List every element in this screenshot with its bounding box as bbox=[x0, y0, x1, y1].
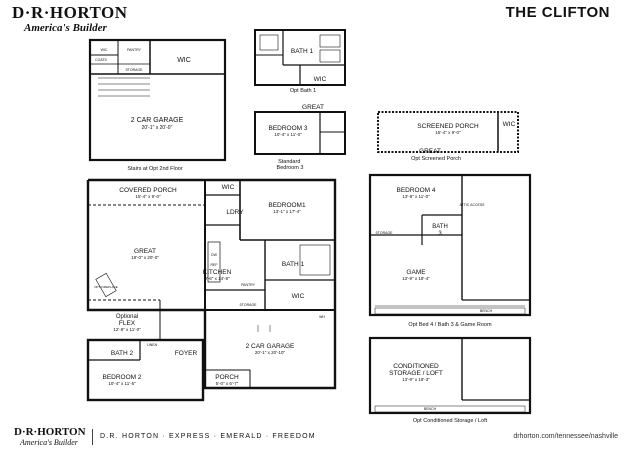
footer-brands: D.R. HORTON · EXPRESS · EMERALD · FREEDO… bbox=[100, 433, 316, 440]
footer-divider bbox=[92, 429, 93, 445]
plan-caption: Standard Bedroom 3 bbox=[277, 159, 304, 171]
room-dimensions: 15'-4" x 9'-0" bbox=[435, 130, 461, 135]
caption-line: Bedroom 3 bbox=[277, 165, 304, 171]
opt-second-floor-plan: WIC 2 CAR GARAGE 20'-1" x 20'-0" WIC PAN… bbox=[88, 38, 227, 172]
room-label: BEDROOM 3 bbox=[268, 125, 307, 132]
room-label: BATH bbox=[432, 224, 448, 230]
small-label: BENCH bbox=[424, 407, 437, 411]
plan-title: THE CLIFTON bbox=[505, 4, 610, 21]
room-label: GAME bbox=[406, 269, 426, 276]
room-dimensions: 5'-0" x 6'-7" bbox=[216, 381, 239, 386]
small-label: OPT FIREPLACE bbox=[94, 285, 118, 289]
opt-bath1-plan: BATH 1 WIC Opt Bath 1 bbox=[254, 29, 346, 94]
small-label: STORAGE bbox=[239, 303, 257, 307]
room-label: WIC bbox=[222, 184, 235, 191]
room-label: PORCH bbox=[215, 374, 239, 381]
caption-line: Standard bbox=[278, 159, 300, 165]
small-label: WIC bbox=[101, 48, 108, 52]
small-label: DW bbox=[211, 253, 218, 257]
room-label: BATH 1 bbox=[282, 261, 305, 268]
room-dimensions: 20'-1" x 20'-10" bbox=[255, 350, 286, 355]
footer-url[interactable]: drhorton.com/tennessee/nashville bbox=[513, 433, 618, 440]
room-label: GREAT bbox=[302, 104, 324, 111]
room-label: FOYER bbox=[175, 350, 198, 357]
plan-caption: Opt Bed 4 / Bath 3 & Game Room bbox=[408, 322, 492, 328]
opt-screened-porch-plan: SCREENED PORCH 15'-4" x 9'-0" WIC GREAT … bbox=[377, 111, 519, 162]
room-label: 3 bbox=[438, 231, 442, 237]
room-dimensions: 12'-9" x 11'-0" bbox=[113, 327, 141, 332]
logo-tagline: America's Builder bbox=[24, 22, 107, 34]
room-dimensions: 13'-9" x 18'-4" bbox=[402, 276, 430, 281]
opt-storage-loft-plan: CONDITIONED STORAGE / LOFT 13'-9" x 18'-… bbox=[368, 336, 532, 424]
room-label: STORAGE / LOFT bbox=[389, 370, 443, 377]
room-label: WIC bbox=[503, 121, 516, 128]
logo-wordmark: D·R·HORTON bbox=[12, 3, 128, 22]
plan-caption: Opt Bath 1 bbox=[290, 88, 316, 94]
room-dimensions: 13'-9" x 18'-3" bbox=[402, 377, 430, 382]
footer-logo: D·R·HORTON America's Builder bbox=[14, 426, 86, 448]
room-label: Optional bbox=[116, 314, 138, 320]
small-label: COATS bbox=[95, 58, 107, 62]
plan-caption: Opt Screened Porch bbox=[411, 156, 461, 162]
room-label: 2 CAR GARAGE bbox=[131, 117, 184, 124]
small-label: PANTRY bbox=[241, 283, 256, 287]
room-dimensions: 15'-4" x 9'-0" bbox=[135, 194, 161, 199]
room-label: BEDROOM 2 bbox=[102, 374, 141, 381]
small-label: STORAGE bbox=[375, 231, 393, 235]
small-label: PANTRY bbox=[127, 48, 142, 52]
room-label: GREAT bbox=[134, 248, 156, 255]
room-label: WIC bbox=[314, 76, 327, 83]
plan-caption: Opt Conditioned Storage / Loft bbox=[413, 418, 488, 424]
room-dimensions: 13'-1" x 17'-4" bbox=[273, 209, 301, 214]
room-label: WIC bbox=[292, 293, 305, 300]
room-label: BATH 2 bbox=[111, 350, 134, 357]
brand-logo: D·R·HORTON America's Builder bbox=[12, 3, 152, 35]
opt-bed4-game-plan: BEDROOM 4 13'-9" x 11'-0" BATH 3 GAME 13… bbox=[368, 173, 532, 328]
room-label: CONDITIONED bbox=[393, 363, 439, 370]
room-label: BEDROOM1 bbox=[268, 202, 306, 209]
small-label: STORAGE bbox=[125, 68, 143, 72]
footer-logo-tagline: America's Builder bbox=[20, 438, 78, 447]
footer: D·R·HORTON America's Builder D.R. HORTON… bbox=[0, 425, 640, 450]
footer-logo-wordmark: D·R·HORTON bbox=[14, 426, 86, 438]
floor-plan-drawing: WIC 2 CAR GARAGE 20'-1" x 20'-0" WIC PAN… bbox=[86, 29, 532, 424]
small-label: REF bbox=[211, 263, 218, 267]
room-label: LDRY bbox=[226, 209, 244, 216]
room-label: COVERED PORCH bbox=[119, 187, 177, 194]
room-label: BATH 1 bbox=[291, 48, 314, 55]
room-dimensions: 13'-9" x 11'-0" bbox=[402, 194, 430, 199]
room-dimensions: 10'-4" x 11'-0" bbox=[274, 132, 302, 137]
room-dimensions: 10'-4" x 11'-5" bbox=[108, 381, 136, 386]
room-label: GREAT bbox=[419, 148, 441, 155]
main-floor-plan: COVERED PORCH 15'-4" x 9'-0" WIC BEDROOM… bbox=[86, 178, 337, 402]
small-label: LINEN bbox=[147, 343, 158, 347]
room-label: KITCHEN bbox=[203, 269, 232, 276]
small-label: WH bbox=[319, 315, 325, 319]
standard-bedroom3-plan: GREAT BEDROOM 3 10'-4" x 11'-0" Standard… bbox=[254, 104, 346, 171]
room-label: SCREENED PORCH bbox=[417, 123, 479, 130]
room-label: WIC bbox=[177, 57, 191, 64]
room-dimensions: 9'-6" x 14'-8" bbox=[204, 276, 230, 281]
room-label: BEDROOM 4 bbox=[396, 187, 435, 194]
small-label: BENCH bbox=[480, 309, 493, 313]
room-label: 2 CAR GARAGE bbox=[246, 343, 295, 350]
room-dimensions: 20'-1" x 20'-0" bbox=[142, 125, 173, 131]
plan-caption: Stairs at Opt 2nd Floor bbox=[127, 166, 182, 172]
room-label: FLEX bbox=[119, 320, 136, 327]
small-label: ATTIC ACCESS bbox=[459, 203, 485, 207]
room-dimensions: 18'-0" x 20'-0" bbox=[131, 255, 159, 260]
